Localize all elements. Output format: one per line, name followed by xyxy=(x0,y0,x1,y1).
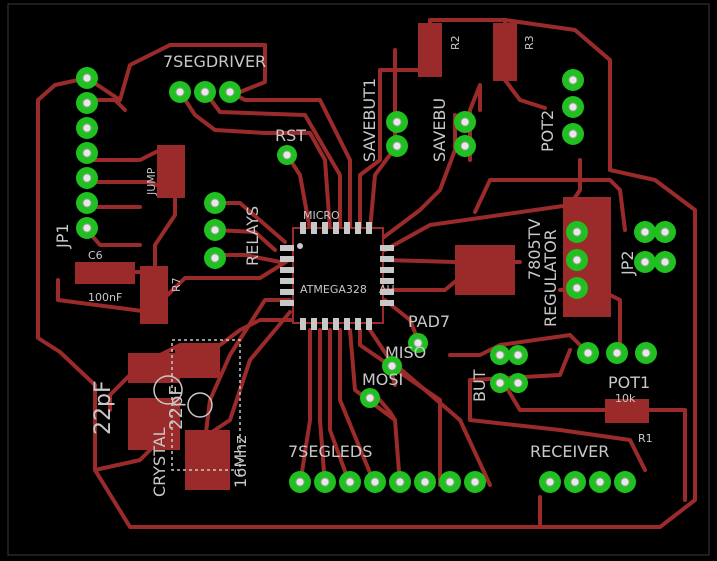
label-reg-name: 7805TV xyxy=(525,219,544,280)
label-r3: R3 xyxy=(523,35,536,50)
pot2-pads xyxy=(562,69,584,145)
label-relays: RELAYS xyxy=(243,206,262,266)
miso-pad xyxy=(382,356,402,376)
board-outline xyxy=(7,3,710,556)
seg-driver-header xyxy=(169,81,241,103)
rst-pad xyxy=(277,145,297,165)
label-seg-leds: 7SEGLEDS xyxy=(288,442,372,461)
label-jp2: JP2 xyxy=(618,250,637,276)
mosi-pad xyxy=(360,388,380,408)
label-mcu-suffix: AU xyxy=(379,283,395,296)
label-savebut2: SAVEBU xyxy=(430,98,449,162)
label-micro: MICRO xyxy=(303,209,340,222)
crystal-outline xyxy=(153,339,241,471)
label-pad7: PAD7 xyxy=(408,312,450,331)
savebut1-pads xyxy=(386,111,408,157)
label-but: BUT xyxy=(470,369,489,402)
label-c6-value: 100nF xyxy=(88,291,122,304)
label-c6: C6 xyxy=(88,249,103,262)
label-r7: R7 xyxy=(170,277,183,292)
label-crystal: CRYSTAL xyxy=(150,427,169,497)
seg-leds-header xyxy=(289,471,486,493)
but-pads xyxy=(490,345,528,393)
label-crystal-cap-a: 22pF xyxy=(91,380,116,435)
label-miso: MISO xyxy=(385,343,426,362)
mcu-chip xyxy=(280,222,394,330)
label-r2: R2 xyxy=(449,35,462,50)
label-savebut1: SAVEBUT1 xyxy=(360,78,379,162)
pot1-pads xyxy=(577,342,657,364)
label-mcu: ATMEGA328 xyxy=(300,283,367,296)
relays-header xyxy=(204,192,226,269)
label-seg-driver: 7SEGDRIVER xyxy=(163,52,266,71)
label-r1: R1 xyxy=(638,432,653,445)
label-freq: 16Mhz xyxy=(231,435,250,488)
savebut2-pads xyxy=(454,111,476,157)
label-receiver: RECEIVER xyxy=(530,442,609,461)
label-reg-label: REGULATOR xyxy=(541,229,560,327)
label-jump: JUMP xyxy=(145,167,158,196)
label-pot1: POT1 xyxy=(608,373,650,392)
thru-hole-pads xyxy=(76,67,676,493)
label-crystal-cap-b: 22pF xyxy=(166,385,187,430)
label-pot2: POT2 xyxy=(538,110,557,152)
label-rst: RST xyxy=(275,126,306,145)
regulator-pads xyxy=(566,221,588,299)
label-pot1-value: 10k xyxy=(615,392,636,405)
jp1-header xyxy=(76,67,98,239)
pad7-pad xyxy=(408,333,428,353)
silk-labels: 7SEGDRIVER RST MICRO ATMEGA328 AU C6 100… xyxy=(53,35,653,497)
jp2-pads xyxy=(634,221,676,273)
label-jp1: JP1 xyxy=(53,223,72,249)
receiver-header xyxy=(539,471,636,493)
label-mosi: MOSI xyxy=(362,370,403,389)
